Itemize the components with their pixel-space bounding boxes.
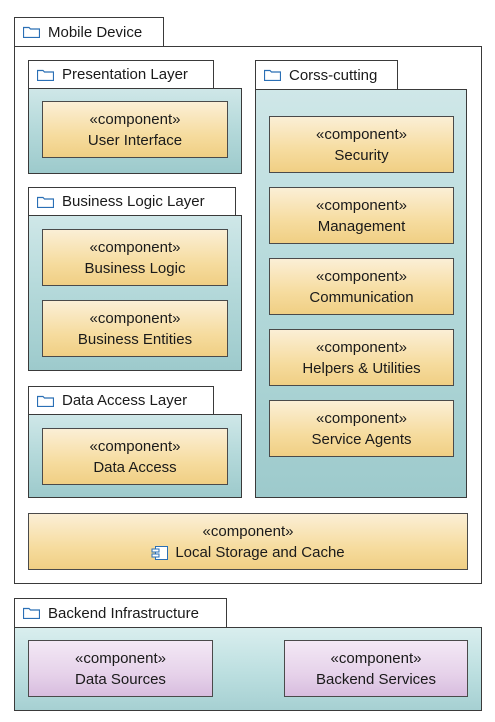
stereotype-label: «component» — [75, 649, 166, 667]
stereotype-label: «component» — [89, 110, 181, 128]
stereotype-label: «component» — [316, 267, 407, 285]
folder-icon — [23, 26, 40, 38]
folder-icon — [37, 196, 54, 208]
folder-icon — [23, 607, 40, 619]
backend-infrastructure-label: Backend Infrastructure — [48, 604, 199, 622]
data-sources-component[interactable]: «component» Data Sources — [28, 640, 213, 697]
stereotype-label: «component» — [89, 309, 181, 327]
data-access-component[interactable]: «component» Data Access — [42, 428, 228, 485]
business-entities-component[interactable]: «component» Business Entities — [42, 300, 228, 357]
component-name: Business Entities — [77, 330, 193, 348]
business-logic-layer-label: Business Logic Layer — [62, 193, 205, 210]
business-logic-layer-tab: Business Logic Layer — [28, 187, 236, 216]
security-component[interactable]: «component» Security — [269, 116, 454, 173]
component-name: User Interface — [87, 131, 183, 149]
component-name: Service Agents — [311, 430, 412, 448]
component-name: Data Sources — [75, 670, 166, 688]
mobile-device-tab: Mobile Device — [14, 17, 164, 47]
communication-component[interactable]: «component» Communication — [269, 258, 454, 315]
presentation-layer-label: Presentation Layer — [62, 66, 188, 83]
mobile-device-label: Mobile Device — [48, 23, 143, 41]
stereotype-label: «component» — [316, 125, 407, 143]
cross-cutting-tab: Corss-cutting — [255, 60, 398, 90]
backend-services-component[interactable]: «component» Backend Services — [284, 640, 468, 697]
component-name: Communication — [309, 288, 414, 306]
stereotype-label: «component» — [316, 409, 407, 427]
component-name: Data Access — [93, 458, 177, 476]
management-component[interactable]: «component» Management — [269, 187, 454, 244]
stereotype-label: «component» — [316, 196, 407, 214]
data-access-layer-tab: Data Access Layer — [28, 386, 214, 415]
folder-icon — [264, 69, 281, 81]
business-logic-component[interactable]: «component» Business Logic — [42, 229, 228, 286]
user-interface-component[interactable]: «component» User Interface — [42, 101, 228, 158]
helpers-utilities-component[interactable]: «component» Helpers & Utilities — [269, 329, 454, 386]
stereotype-label: «component» — [89, 437, 181, 455]
component-name: Backend Services — [315, 670, 437, 688]
data-access-layer-label: Data Access Layer — [62, 392, 188, 409]
cross-cutting-label: Corss-cutting — [289, 66, 378, 84]
folder-icon — [37, 395, 54, 407]
stereotype-label: «component» — [316, 338, 407, 356]
component-name: Local Storage and Cache — [175, 543, 345, 561]
backend-infrastructure-tab: Backend Infrastructure — [14, 598, 227, 628]
service-agents-component[interactable]: «component» Service Agents — [269, 400, 454, 457]
stereotype-label: «component» — [202, 522, 294, 540]
local-storage-cache-component[interactable]: «component» Local Storage and Cache — [28, 513, 468, 570]
component-name: Security — [334, 146, 389, 164]
stereotype-label: «component» — [89, 238, 181, 256]
component-name: Management — [317, 217, 406, 235]
stereotype-label: «component» — [330, 649, 422, 667]
component-name: Helpers & Utilities — [302, 359, 421, 377]
presentation-layer-tab: Presentation Layer — [28, 60, 214, 89]
component-name: Business Logic — [84, 259, 186, 277]
folder-icon — [37, 69, 54, 81]
component-icon — [151, 545, 169, 560]
